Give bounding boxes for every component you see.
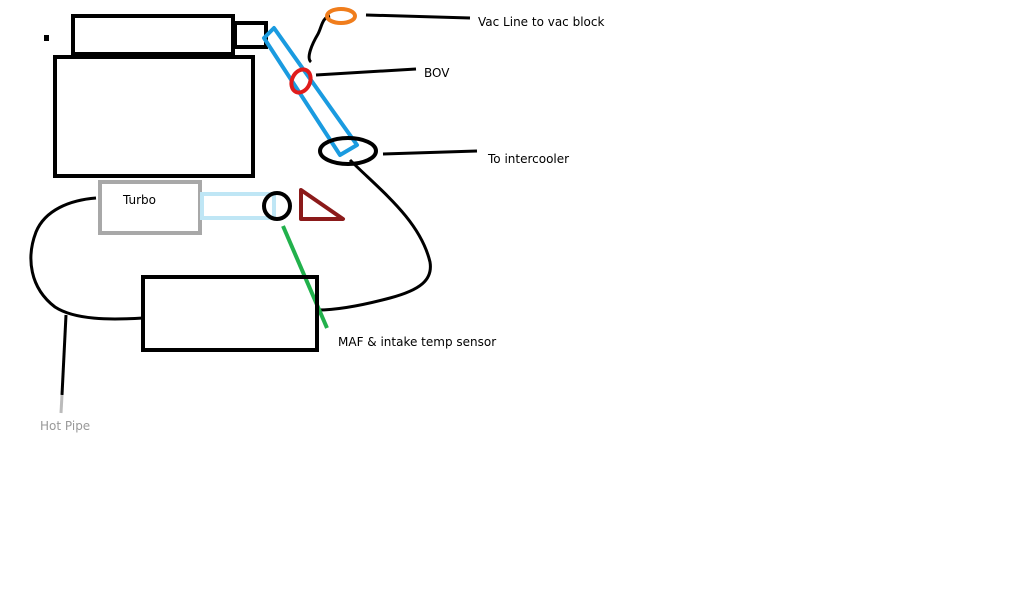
engine-block — [53, 55, 255, 178]
vac-fitting — [325, 7, 357, 25]
bov-pointer — [315, 67, 417, 77]
label-hot-pipe: Hot Pipe — [40, 419, 91, 433]
label-turbo: Turbo — [123, 193, 157, 207]
vac-line — [307, 14, 331, 64]
intake-coupler — [262, 191, 292, 221]
throttle-body — [233, 21, 268, 49]
label-maf: MAF & intake temp sensor — [338, 335, 497, 349]
hot-pipe-pointer-dark — [60, 314, 68, 396]
charge-pipe — [262, 26, 359, 157]
label-vac-line: Vac Line to vac block — [478, 15, 605, 29]
label-intercooler: To intercooler — [488, 152, 570, 166]
intercooler-return-pipe — [317, 158, 432, 312]
intercooler-connection — [318, 136, 378, 166]
turbo-housing — [98, 180, 202, 235]
label-bov: BOV — [424, 66, 450, 80]
intake-pipe — [200, 192, 276, 220]
intake-manifold — [71, 14, 235, 56]
hot-pipe — [29, 196, 144, 321]
hot-pipe-pointer-light — [59, 394, 64, 414]
vac-line-pointer — [365, 13, 471, 20]
bov-valve — [289, 67, 313, 95]
maf-housing — [141, 275, 319, 352]
stray-dot — [44, 35, 49, 41]
intercooler-pointer — [382, 149, 478, 156]
air-filter — [299, 188, 345, 221]
